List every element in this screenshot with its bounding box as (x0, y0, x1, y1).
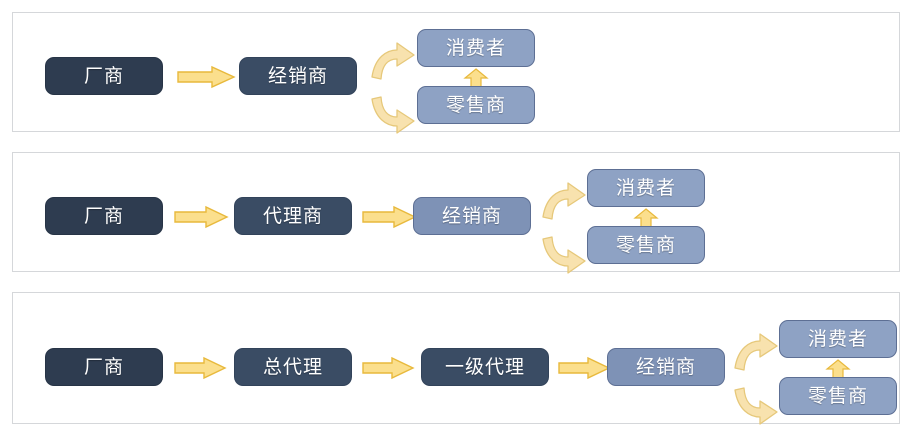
node-label: 总代理 (262, 356, 323, 378)
arrow-r2-retailer-to-consumer (633, 208, 659, 228)
node-label: 厂商 (83, 205, 124, 227)
node-r3-consumer[interactable]: 消费者 (779, 320, 897, 358)
arrow-r1-retailer-to-consumer (463, 68, 489, 88)
node-label: 经销商 (441, 205, 502, 227)
node-r2-agent[interactable]: 代理商 (234, 197, 352, 235)
channel-panel-3: 厂商 总代理 一级代理 经销商 (12, 292, 900, 425)
arrow-r3-dealer-to-retailer (732, 386, 778, 425)
arrow-r1-dealer-to-retailer (369, 95, 415, 134)
node-label: 一级代理 (444, 356, 525, 378)
node-label: 经销商 (635, 356, 696, 378)
arrow-r2-maker-to-agent (174, 205, 229, 229)
arrow-r1-dealer-to-consumer (369, 42, 415, 81)
node-r1-dealer[interactable]: 经销商 (239, 57, 357, 95)
node-label: 零售商 (615, 234, 676, 256)
channel-panel-1: 厂商 经销商 消费者 (12, 12, 900, 134)
arrow-r2-dealer-to-consumer (540, 182, 586, 221)
node-r1-maker[interactable]: 厂商 (45, 57, 163, 95)
node-r3-maker[interactable]: 厂商 (45, 348, 163, 386)
node-r2-retailer[interactable]: 零售商 (587, 226, 705, 264)
node-r1-consumer[interactable]: 消费者 (417, 29, 535, 67)
node-label: 代理商 (262, 205, 323, 227)
node-label: 消费者 (445, 37, 506, 59)
node-r3-first-agent[interactable]: 一级代理 (421, 348, 549, 386)
node-r1-retailer[interactable]: 零售商 (417, 86, 535, 124)
channel-panel-2: 厂商 代理商 经销商 (12, 152, 900, 274)
arrow-r2-agent-to-dealer (362, 205, 417, 229)
node-r3-dealer[interactable]: 经销商 (607, 348, 725, 386)
arrow-r3-first-agent-to-dealer (558, 356, 611, 380)
node-r2-dealer[interactable]: 经销商 (413, 197, 531, 235)
node-label: 零售商 (807, 385, 868, 407)
arrow-r3-maker-to-main-agent (174, 356, 227, 380)
arrow-r3-dealer-to-consumer (732, 333, 778, 372)
node-label: 厂商 (83, 356, 124, 378)
arrow-r1-maker-to-dealer (177, 65, 236, 89)
node-r3-retailer[interactable]: 零售商 (779, 377, 897, 415)
arrow-r3-main-to-first-agent (362, 356, 415, 380)
arrow-r2-dealer-to-retailer (540, 235, 586, 274)
node-label: 经销商 (267, 65, 328, 87)
node-label: 零售商 (445, 94, 506, 116)
arrow-r3-retailer-to-consumer (825, 359, 851, 379)
node-label: 消费者 (807, 328, 868, 350)
node-label: 厂商 (83, 65, 124, 87)
node-label: 消费者 (615, 177, 676, 199)
node-r3-main-agent[interactable]: 总代理 (234, 348, 352, 386)
node-r2-maker[interactable]: 厂商 (45, 197, 163, 235)
node-r2-consumer[interactable]: 消费者 (587, 169, 705, 207)
